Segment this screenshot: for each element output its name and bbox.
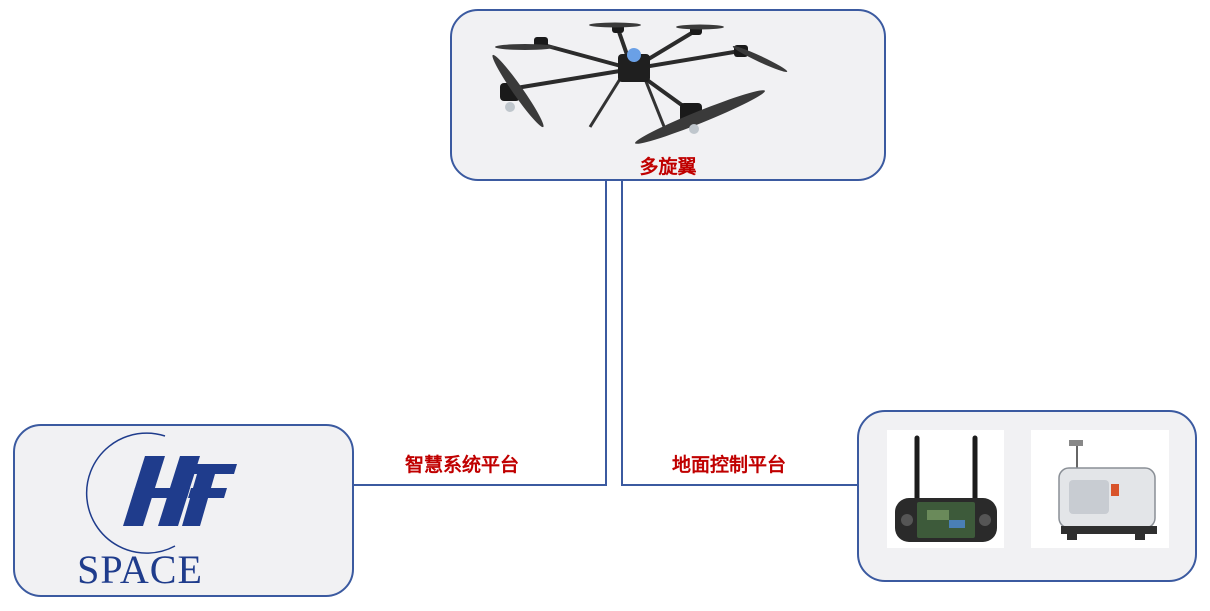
- ground-station-image: [1031, 430, 1169, 548]
- edge-label-smart-platform: 智慧系统平台: [405, 454, 520, 476]
- edge-label-ground-platform: 地面控制平台: [672, 454, 787, 476]
- edge-ground-line: [621, 181, 857, 486]
- multirotor-label: 多旋翼: [639, 156, 697, 178]
- space-logo-text: SPACE: [77, 547, 203, 592]
- node-ground-control: [857, 410, 1197, 582]
- edge-smart-line: [354, 181, 607, 486]
- node-multirotor: 多旋翼: [450, 9, 886, 181]
- hf-logo-icon: [85, 432, 237, 554]
- hexacopter-drone-image: [492, 22, 788, 144]
- node-space-logo: SPACE: [13, 424, 354, 597]
- remote-controller-image: [887, 430, 1004, 548]
